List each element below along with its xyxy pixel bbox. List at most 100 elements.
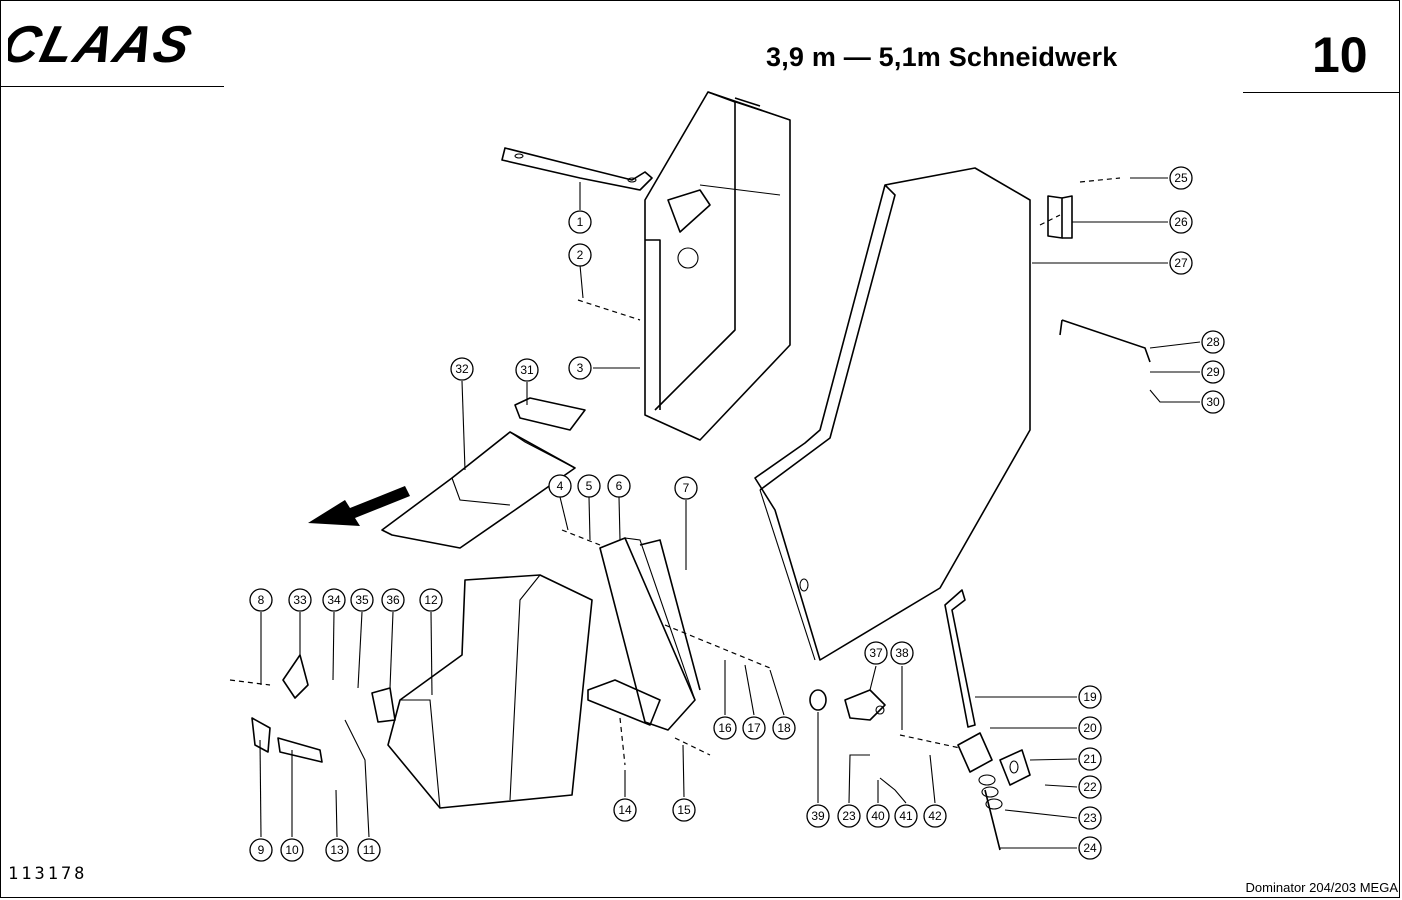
callout-40: 40 — [866, 804, 890, 828]
page-title: 3,9 m — 5,1m Schneidwerk — [766, 42, 1118, 72]
callout-9: 9 — [249, 838, 273, 862]
svg-text:21: 21 — [1083, 752, 1097, 766]
callout-26: 26 — [1169, 210, 1193, 234]
callout-21: 21 — [1078, 747, 1102, 771]
callout-3: 3 — [568, 356, 592, 380]
svg-text:34: 34 — [327, 593, 341, 607]
callout-15: 15 — [672, 798, 696, 822]
svg-text:31: 31 — [520, 363, 534, 377]
callout-41: 41 — [894, 804, 918, 828]
svg-text:27: 27 — [1174, 256, 1188, 270]
svg-text:35: 35 — [355, 593, 369, 607]
svg-text:32: 32 — [455, 362, 469, 376]
svg-text:29: 29 — [1206, 365, 1220, 379]
part-bracket-31 — [514, 397, 586, 431]
part-lever-37 — [809, 689, 886, 721]
svg-text:36: 36 — [386, 593, 400, 607]
callout-8: 8 — [249, 588, 273, 612]
part-rod-28 — [1059, 319, 1151, 363]
svg-text:26: 26 — [1174, 215, 1188, 229]
callout-29: 29 — [1201, 360, 1225, 384]
callout-12: 12 — [419, 588, 443, 612]
callout-35: 35 — [350, 588, 374, 612]
header-rule-left — [0, 86, 224, 87]
callout-6: 6 — [607, 474, 631, 498]
svg-text:25: 25 — [1174, 171, 1188, 185]
callout-36: 36 — [381, 588, 405, 612]
svg-text:5: 5 — [586, 479, 593, 493]
callout-27: 27 — [1169, 251, 1193, 275]
callout-11: 11 — [357, 838, 381, 862]
svg-text:20: 20 — [1083, 721, 1097, 735]
svg-text:12: 12 — [424, 593, 438, 607]
callout-34: 34 — [322, 588, 346, 612]
svg-text:23: 23 — [842, 809, 856, 823]
drawing-number: 113178 — [8, 864, 88, 884]
part-channel-6 — [587, 537, 701, 731]
svg-text:14: 14 — [618, 803, 632, 817]
svg-text:6: 6 — [616, 479, 623, 493]
callout-10: 10 — [280, 838, 304, 862]
leader-lines — [259, 177, 1201, 849]
svg-text:15: 15 — [677, 803, 691, 817]
callout-37: 37 — [864, 641, 888, 665]
svg-text:42: 42 — [928, 809, 942, 823]
callout-1: 1 — [568, 210, 592, 234]
callout-18: 18 — [772, 716, 796, 740]
callout-17: 17 — [742, 716, 766, 740]
assembly-lines — [229, 177, 1121, 766]
callout-7: 7 — [674, 476, 698, 500]
callout-33: 33 — [288, 588, 312, 612]
part-plate-32 — [381, 431, 576, 549]
callout-5: 5 — [577, 474, 601, 498]
callout-24: 24 — [1078, 836, 1102, 860]
part-bracket-1 — [501, 147, 653, 191]
callout-23b: 23 — [1078, 806, 1102, 830]
part-panel-27 — [754, 167, 1031, 661]
svg-text:17: 17 — [747, 721, 761, 735]
model-designation: Dominator 204/203 MEGA — [1245, 880, 1398, 895]
callout-4: 4 — [548, 474, 572, 498]
svg-text:40: 40 — [871, 809, 885, 823]
callout-22: 22 — [1078, 775, 1102, 799]
part-guard-12 — [387, 574, 593, 809]
callout-23a: 23 — [837, 804, 861, 828]
svg-text:41: 41 — [899, 809, 913, 823]
part-plates-20-21 — [957, 732, 1031, 786]
svg-text:39: 39 — [811, 809, 825, 823]
svg-text:33: 33 — [293, 593, 307, 607]
callout-13: 13 — [325, 838, 349, 862]
callout-30: 30 — [1201, 390, 1225, 414]
part-small-brackets-33-9-10 — [251, 654, 396, 763]
svg-text:28: 28 — [1206, 335, 1220, 349]
svg-text:11: 11 — [363, 843, 376, 857]
part-hinge-26 — [1047, 195, 1073, 239]
svg-text:9: 9 — [258, 843, 265, 857]
svg-text:23: 23 — [1083, 811, 1097, 825]
svg-text:1: 1 — [577, 215, 584, 229]
callout-25: 25 — [1169, 166, 1193, 190]
claas-logo: CLAAS — [8, 16, 199, 74]
svg-text:24: 24 — [1083, 841, 1097, 855]
svg-text:38: 38 — [895, 646, 909, 660]
part-springs-23-24 — [978, 774, 1003, 851]
page-number: 10 — [1312, 27, 1368, 83]
callout-39: 39 — [806, 804, 830, 828]
callout-19: 19 — [1078, 685, 1102, 709]
callout-38: 38 — [890, 641, 914, 665]
callout-20: 20 — [1078, 716, 1102, 740]
svg-text:10: 10 — [285, 843, 299, 857]
part-side-housing-3 — [644, 91, 791, 441]
callout-42: 42 — [923, 804, 947, 828]
svg-text:2: 2 — [577, 248, 584, 262]
svg-text:13: 13 — [330, 843, 344, 857]
callout-31: 31 — [515, 358, 539, 382]
header-rule-right — [1243, 92, 1400, 93]
svg-text:8: 8 — [258, 593, 265, 607]
svg-text:16: 16 — [718, 721, 732, 735]
svg-text:3: 3 — [577, 361, 584, 375]
svg-text:19: 19 — [1083, 690, 1097, 704]
svg-text:4: 4 — [557, 479, 564, 493]
